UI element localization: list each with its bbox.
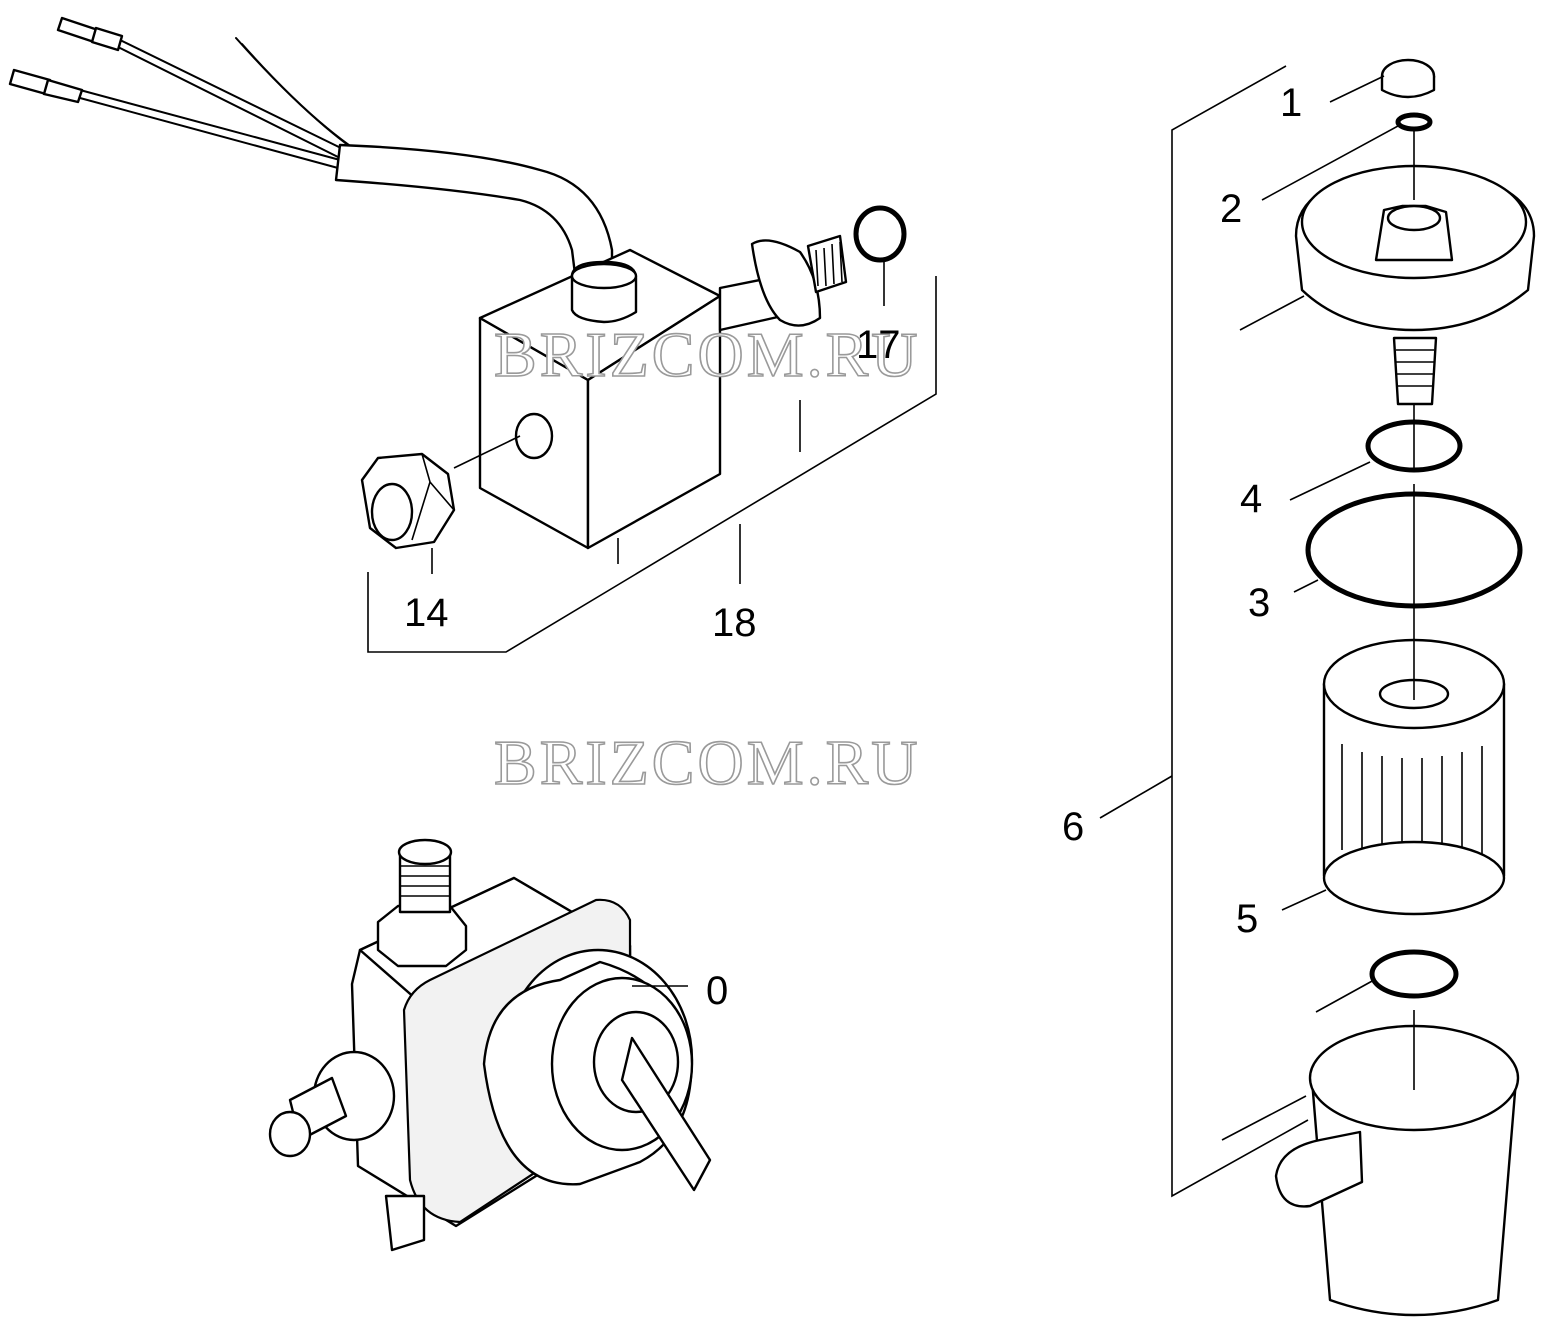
- callout-0: 0: [706, 969, 728, 1013]
- callout-18: 18: [712, 601, 757, 645]
- wire-harness: [8, 16, 614, 284]
- callout-1: 1: [1280, 81, 1302, 125]
- watermark-top: BRIZCOM.RU: [494, 319, 921, 390]
- callout-14: 14: [404, 591, 449, 635]
- fuel-filter-icon: [1099, 58, 1536, 1317]
- callout-4: 4: [1240, 477, 1262, 521]
- callout-17: 17: [856, 323, 901, 367]
- solenoid-coil-block: [478, 248, 722, 550]
- solenoid-valve-icon: [8, 16, 937, 653]
- callout-3: 3: [1248, 581, 1270, 625]
- hex-nut: [360, 435, 521, 550]
- valve-stem: [718, 205, 907, 332]
- callout-5: 5: [1236, 897, 1258, 941]
- callout-6: 6: [1062, 805, 1084, 849]
- pump-icon: [268, 838, 712, 1252]
- watermark-middle: BRIZCOM.RU: [494, 727, 921, 798]
- callout-2: 2: [1220, 187, 1242, 231]
